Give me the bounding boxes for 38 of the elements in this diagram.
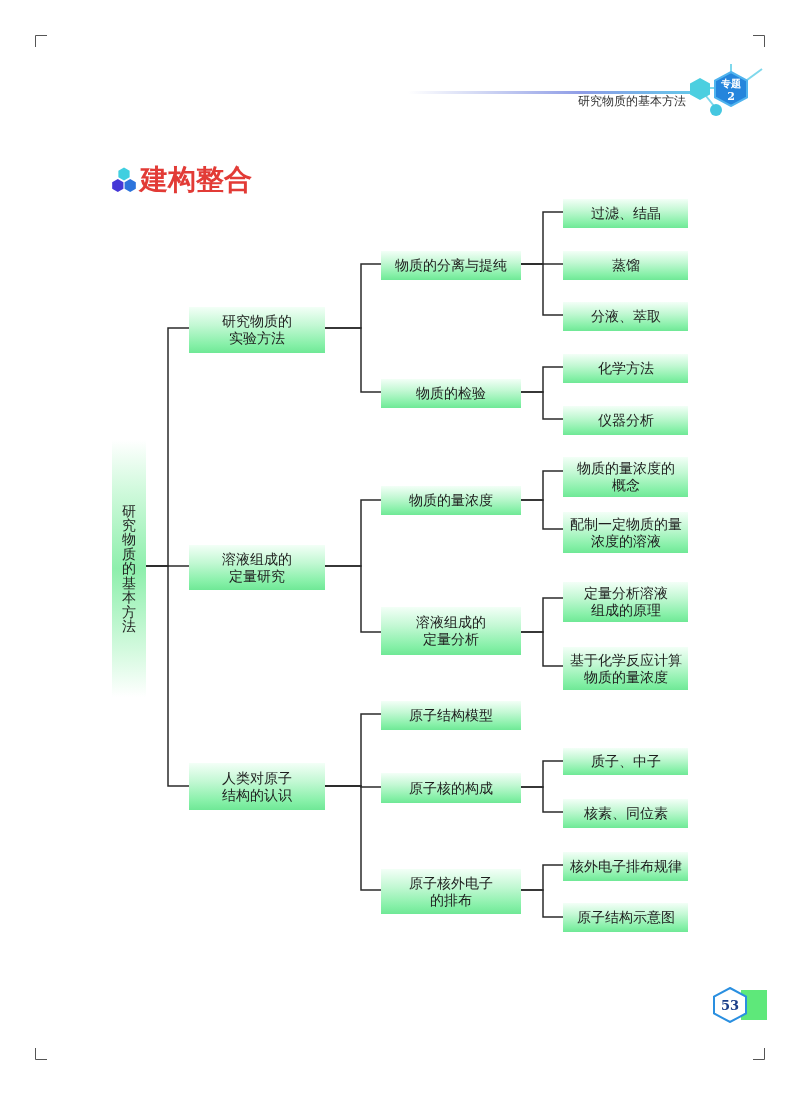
connector-line — [145, 565, 190, 787]
topic-box: 物质的分离与提纯 — [381, 251, 521, 280]
topic-box: 配制一定物质的量浓度的溶液 — [563, 512, 688, 553]
topic-box: 基于化学反应计算物质的量浓度 — [563, 647, 688, 690]
topic-box: 仪器分析 — [563, 406, 688, 435]
connector-line — [324, 327, 382, 393]
topic-box: 核素、同位素 — [563, 799, 688, 828]
section-title: 建构整合 — [140, 162, 252, 198]
connector-line — [520, 391, 564, 420]
topic-box: 分液、萃取 — [563, 302, 688, 331]
topic-box: 原子结构示意图 — [563, 903, 688, 932]
topic-box: 蒸馏 — [563, 251, 688, 280]
topic-box: 定量分析溶液组成的原理 — [563, 582, 688, 622]
connector-line — [520, 889, 564, 918]
running-header: 研究物质的基本方法 — [578, 94, 686, 109]
topic-box: 原子结构模型 — [381, 701, 521, 730]
topic-box: 过滤、结晶 — [563, 199, 688, 228]
badge-number: 2 — [726, 90, 736, 103]
topic-box: 溶液组成的定量分析 — [381, 607, 521, 655]
topic-box: 化学方法 — [563, 354, 688, 383]
topic-box: 核外电子排布规律 — [563, 852, 688, 881]
topic-box: 原子核外电子的排布 — [381, 869, 521, 914]
topic-box: 物质的检验 — [381, 379, 521, 408]
connector-line — [520, 786, 564, 813]
topic-box: 人类对原子结构的认识 — [189, 763, 325, 810]
topic-box: 原子核的构成 — [381, 773, 521, 803]
topic-box: 研究物质的实验方法 — [189, 307, 325, 353]
topic-box: 物质的量浓度的概念 — [563, 457, 688, 497]
connector-line — [324, 785, 382, 891]
topic-box: 物质的量浓度 — [381, 486, 521, 515]
connector-line — [520, 499, 564, 530]
page-number: 53 — [713, 987, 747, 1023]
connector-line — [520, 263, 564, 316]
badge-label: 专题 — [720, 78, 742, 90]
topic-box: 质子、中子 — [563, 748, 688, 775]
connector-line — [520, 631, 564, 667]
connector-line — [324, 565, 382, 633]
topic-box: 溶液组成的定量研究 — [189, 545, 325, 590]
